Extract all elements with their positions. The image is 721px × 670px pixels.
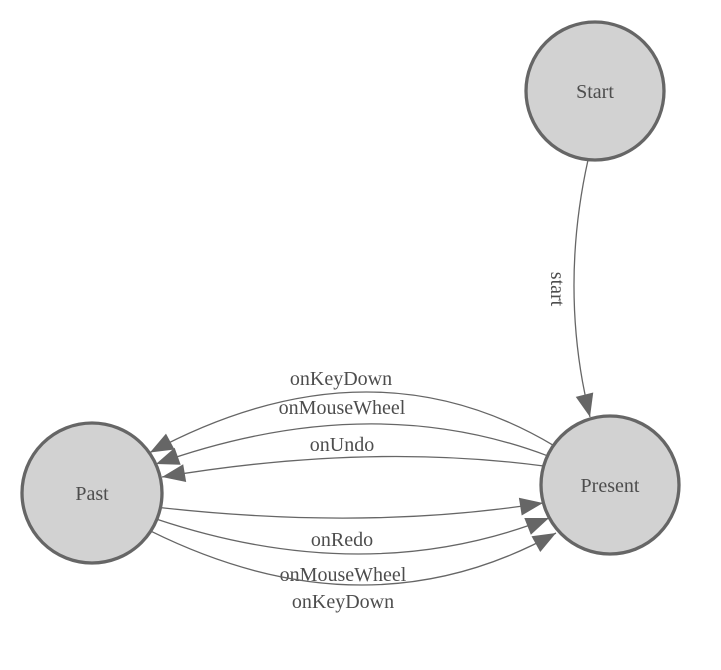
edge-path-past-to-present-onredo xyxy=(160,502,544,519)
edge-path-present-to-past-onkeydown xyxy=(149,391,554,454)
edge-label-past-to-present-onkeydown: onKeyDown xyxy=(292,591,394,613)
state-circle-past xyxy=(20,421,164,565)
state-node-past: Past xyxy=(20,421,164,565)
arrowhead-icon xyxy=(531,533,556,553)
edge-label-present-to-past-onkeydown: onKeyDown xyxy=(290,368,392,390)
edge-label-present-to-past-onundo: onUndo xyxy=(310,434,374,456)
arrowhead-icon xyxy=(156,447,181,465)
edge-past-to-present-onmousewheel: onMouseWheel xyxy=(156,517,550,586)
edge-start-to-present: start xyxy=(546,159,594,418)
edge-path-present-to-past-onundo xyxy=(161,455,544,478)
arrowhead-icon xyxy=(162,464,187,483)
edge-label-present-to-past-onmousewheel: onMouseWheel xyxy=(279,397,406,419)
state-label-start: Start xyxy=(576,81,614,103)
arrowhead-icon xyxy=(524,518,549,535)
state-circle-present xyxy=(539,414,681,556)
edge-path-past-to-present-onkeydown xyxy=(150,530,557,586)
edge-present-to-past-onkeydown: onKeyDown xyxy=(149,368,554,454)
arrowhead-icon xyxy=(575,392,594,417)
edge-path-past-to-present-onmousewheel xyxy=(156,517,550,555)
state-label-present: Present xyxy=(581,475,640,497)
edge-label-past-to-present-onmousewheel: onMouseWheel xyxy=(280,564,407,586)
state-circle-start xyxy=(524,20,666,162)
edge-past-to-present-onkeydown: onKeyDown xyxy=(150,530,557,613)
edge-present-to-past-onmousewheel: onMouseWheel xyxy=(155,397,548,465)
edge-label-start-to-present: start xyxy=(546,272,568,307)
state-node-start: Start xyxy=(524,20,666,162)
state-node-present: Present xyxy=(539,414,681,556)
edge-past-to-present-onredo: onRedo xyxy=(160,497,544,551)
arrowhead-icon xyxy=(518,497,543,516)
edge-path-start-to-present xyxy=(573,159,591,418)
edge-present-to-past-onundo: onUndo xyxy=(161,434,544,483)
edge-path-present-to-past-onmousewheel xyxy=(155,423,548,465)
state-label-past: Past xyxy=(75,483,109,505)
edge-label-past-to-present-onredo: onRedo xyxy=(311,529,373,551)
arrowhead-icon xyxy=(150,433,175,453)
